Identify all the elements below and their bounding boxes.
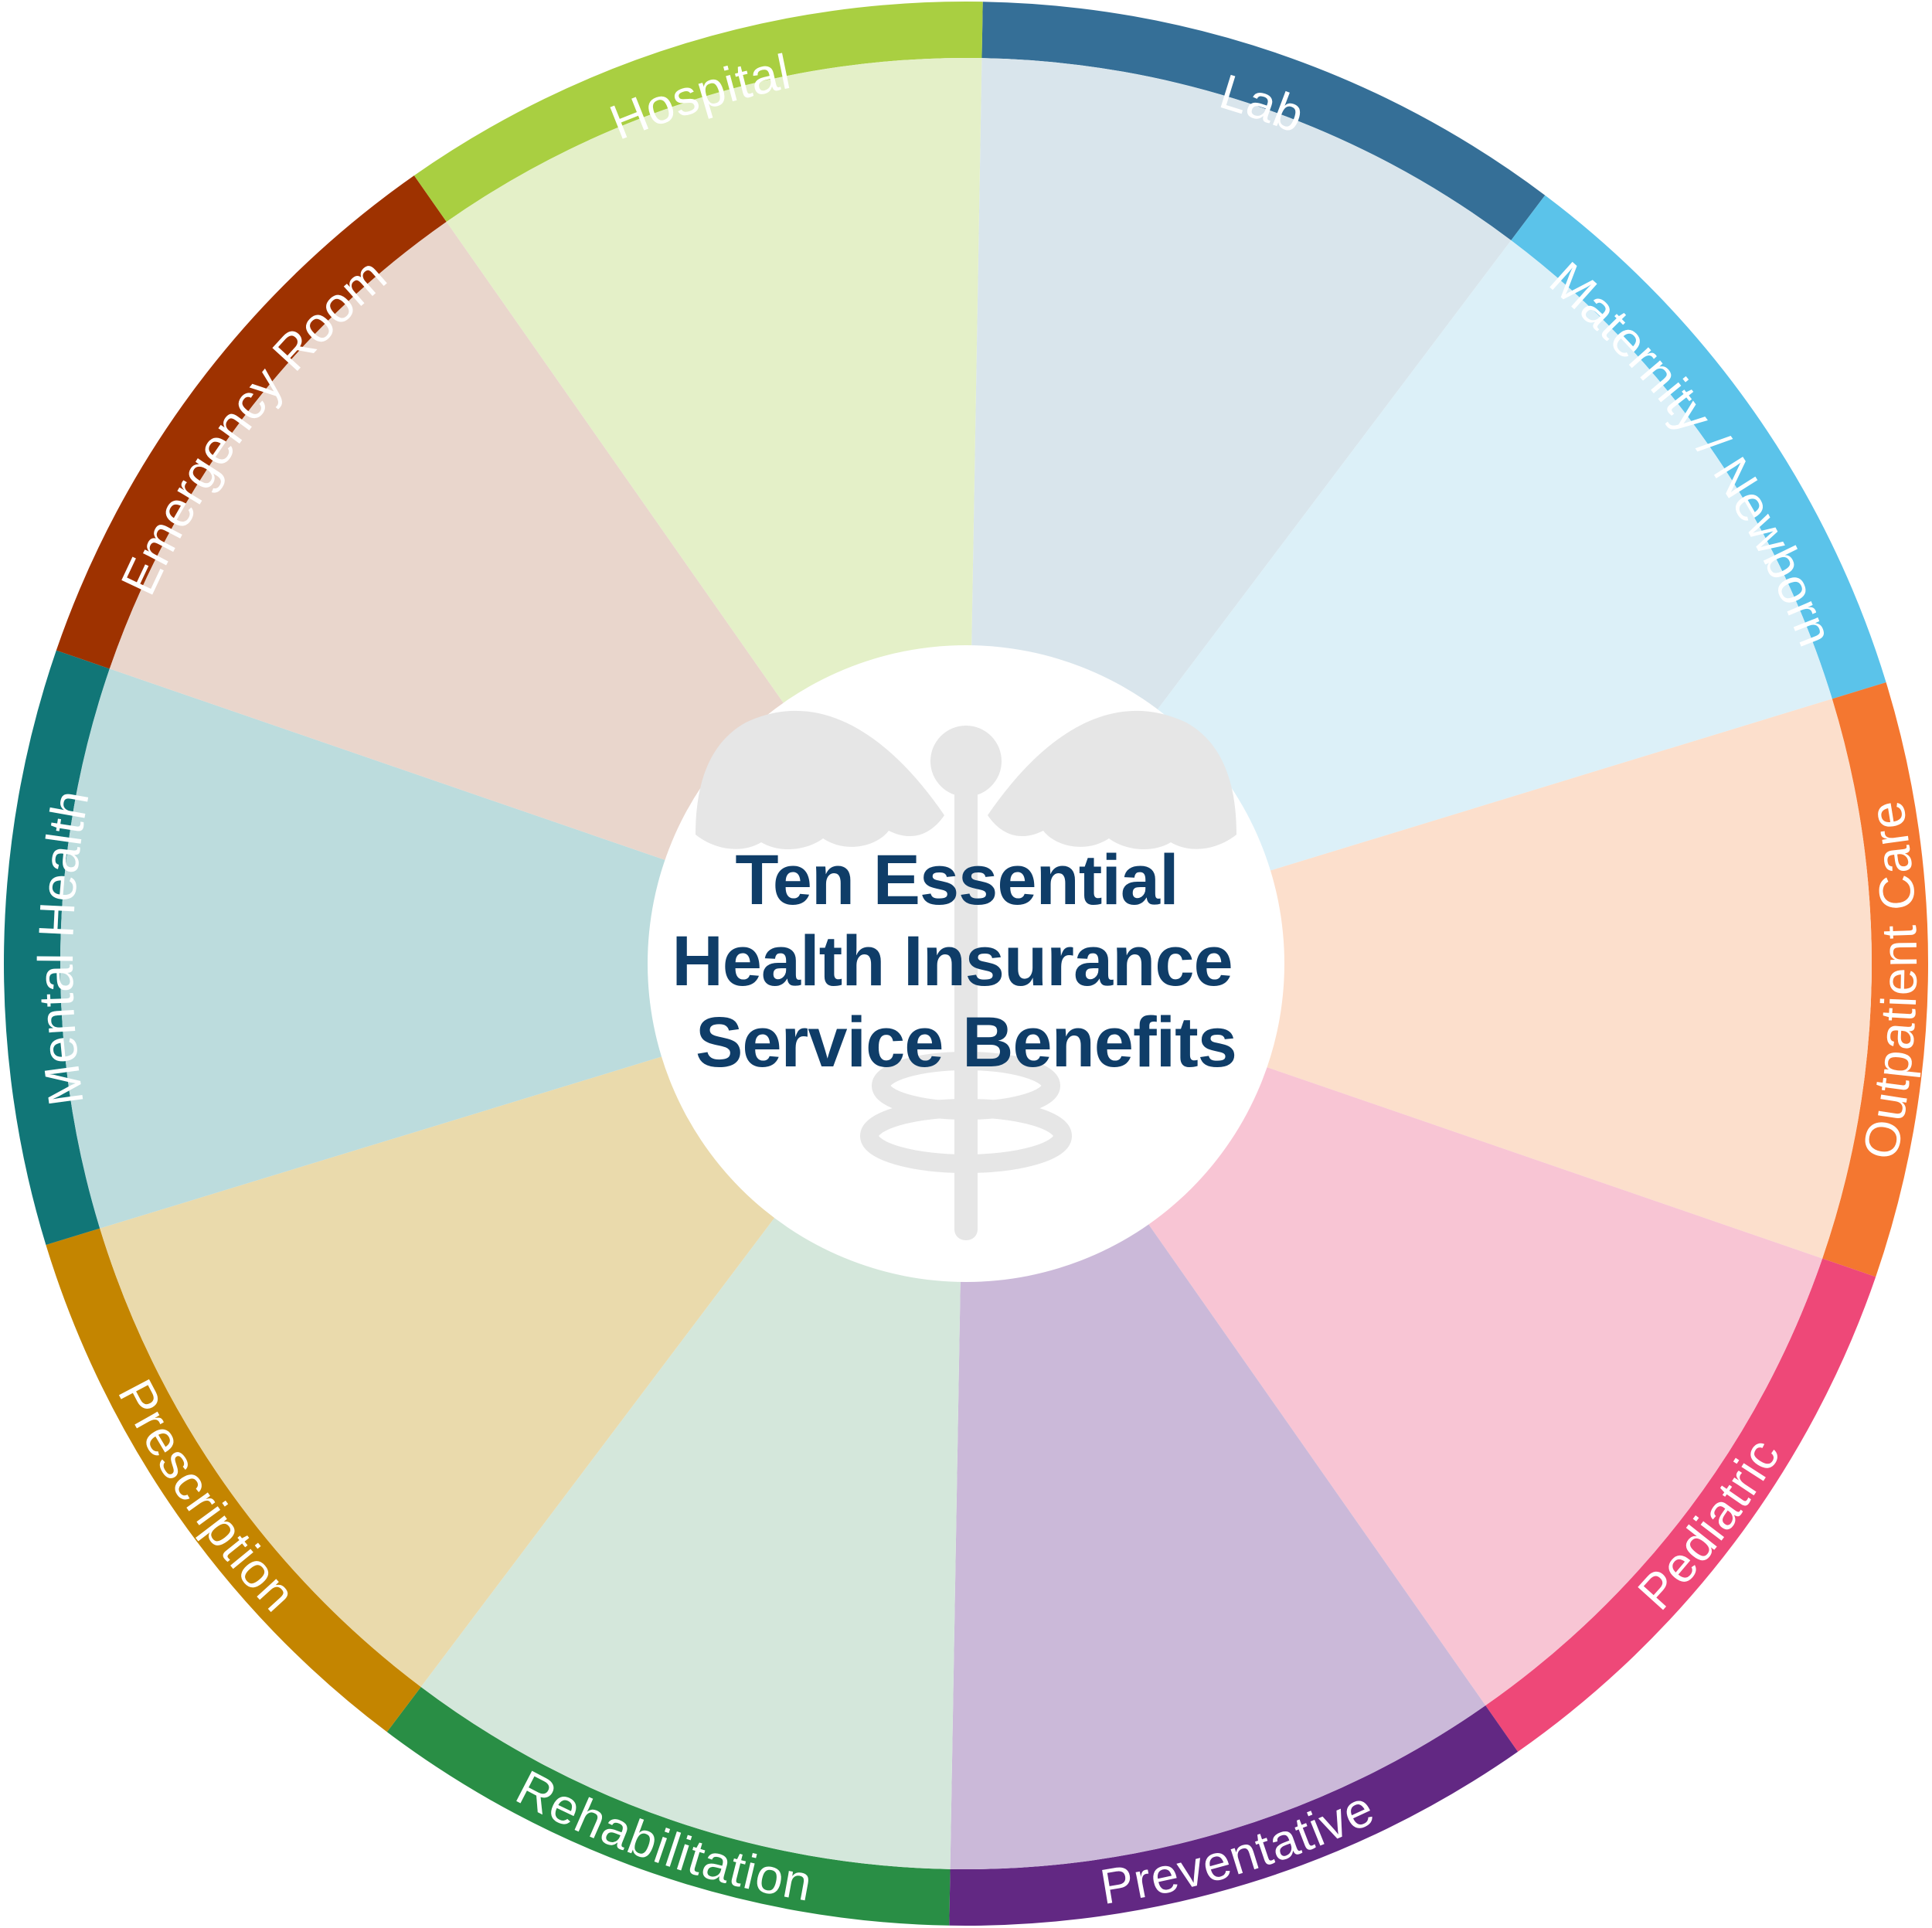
lab-ring-segment: [981, 2, 1546, 240]
preventative-ring-segment: [949, 1705, 1519, 1926]
center-title-line-1: Ten Essential: [735, 841, 1178, 920]
prescription-segment: [100, 1056, 777, 1688]
maternity-ring-segment: [1511, 195, 1886, 699]
pediatric-segment: [1147, 1066, 1823, 1706]
center-title-line-3: Service Benefits: [696, 1003, 1236, 1082]
outpatient-segment: [1264, 699, 1872, 1259]
hospital-segment: [446, 58, 982, 706]
center-title: Ten Essential Health Insurance Service B…: [672, 841, 1237, 1082]
prescription-ring-segment: [46, 1228, 421, 1732]
mental-health-ring-segment: [3, 650, 110, 1246]
outpatient-ring-segment: [1822, 682, 1928, 1277]
caduceus-icon: [696, 710, 1236, 1240]
rehabilitation-ring-segment: [386, 1687, 951, 1926]
pediatric-ring-segment: [1485, 1258, 1876, 1752]
preventative-segment: [950, 1222, 1486, 1869]
wheel-segments: [3, 1, 1928, 1926]
center-badge: Ten Essential Health Insurance Service B…: [648, 645, 1284, 1282]
emergency-room-ring-segment: [56, 175, 447, 669]
maternity-segment: [1155, 240, 1832, 872]
center-title-line-2: Health Insurance: [672, 922, 1232, 1001]
hospital-ring-segment: [413, 1, 983, 222]
rehabilitation-segment: [420, 1215, 961, 1869]
lab-segment: [971, 58, 1512, 712]
mental-health-segment: [60, 668, 668, 1229]
emergency-room-segment: [109, 221, 785, 862]
